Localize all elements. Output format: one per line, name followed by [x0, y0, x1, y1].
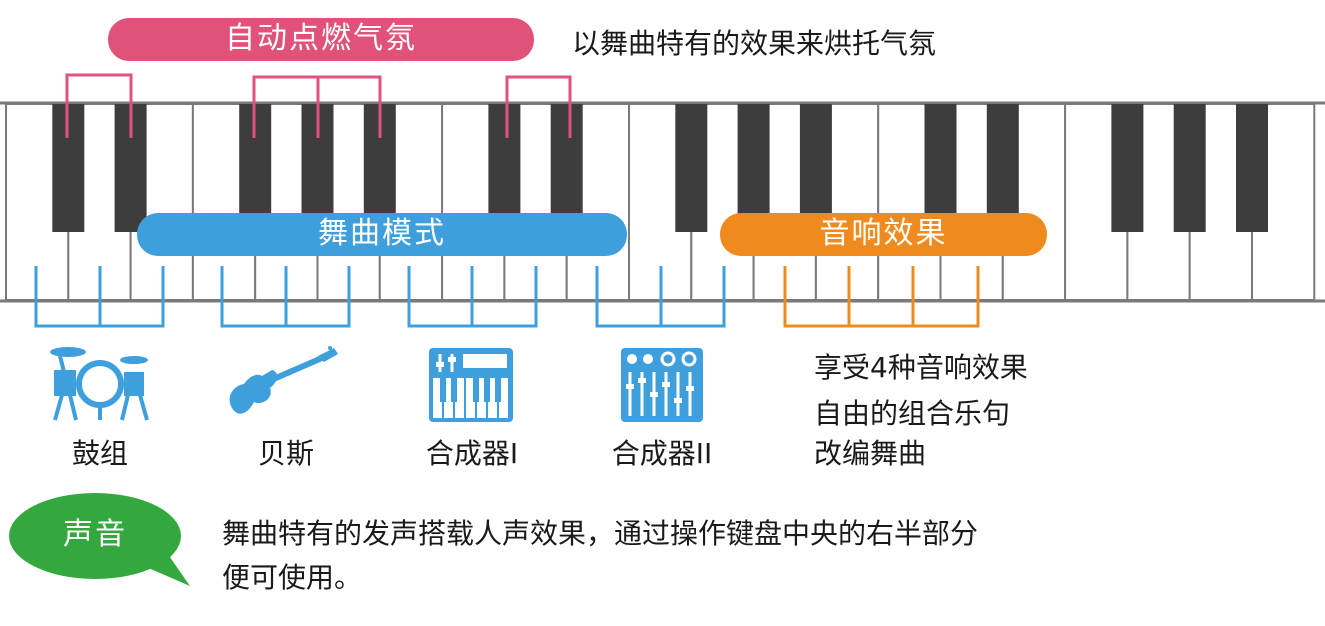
black-key [675, 104, 708, 232]
voice-description-line2: 便可使用。 [222, 561, 363, 594]
black-key [1173, 104, 1206, 232]
bass-guitar-icon [229, 346, 338, 414]
dance-mode-brackets [34, 266, 726, 328]
voice-description-line1: 舞曲特有的发声搭载人声效果，通过操作键盘中央的右半部分 [222, 517, 979, 550]
instrument-label-drums: 鼓组 [71, 437, 128, 470]
instrument-label-bass: 贝斯 [257, 437, 314, 470]
black-key [1236, 104, 1268, 232]
auto-ignite-description: 以舞曲特有的效果来烘托气氛 [572, 27, 937, 60]
instrument-label-synth1: 合成器I [425, 437, 519, 470]
synth-keyboard-icon [429, 348, 513, 422]
dance-mode-pill [137, 213, 627, 256]
black-key [799, 104, 832, 232]
effect-description-line2: 自由的组合乐句 [814, 397, 1011, 430]
black-key [924, 104, 957, 232]
voice-label: 声音 [63, 517, 127, 552]
sound-effect-brackets [783, 266, 980, 328]
black-key [550, 104, 583, 232]
black-key [986, 104, 1019, 232]
auto-ignite-brackets [65, 73, 572, 138]
black-key [488, 104, 521, 232]
synth-mixer-icon [621, 348, 703, 422]
auto-ignite-pill [108, 18, 534, 61]
auto-ignite-label: 自动点燃气氛 [225, 21, 417, 56]
sound-effect-label: 音响效果 [819, 216, 948, 251]
sound-effect-pill [720, 213, 1047, 256]
effect-description-line3: 改编舞曲 [814, 437, 927, 470]
drum-kit-icon [50, 347, 149, 421]
instrument-label-synth2: 合成器II [611, 437, 713, 470]
black-key [1111, 104, 1144, 232]
black-key [737, 104, 770, 232]
effect-description-line1: 享受4种音响效果 [814, 351, 1028, 384]
dance-mode-label: 舞曲模式 [318, 216, 446, 251]
voice-speech-bubble [9, 493, 190, 586]
